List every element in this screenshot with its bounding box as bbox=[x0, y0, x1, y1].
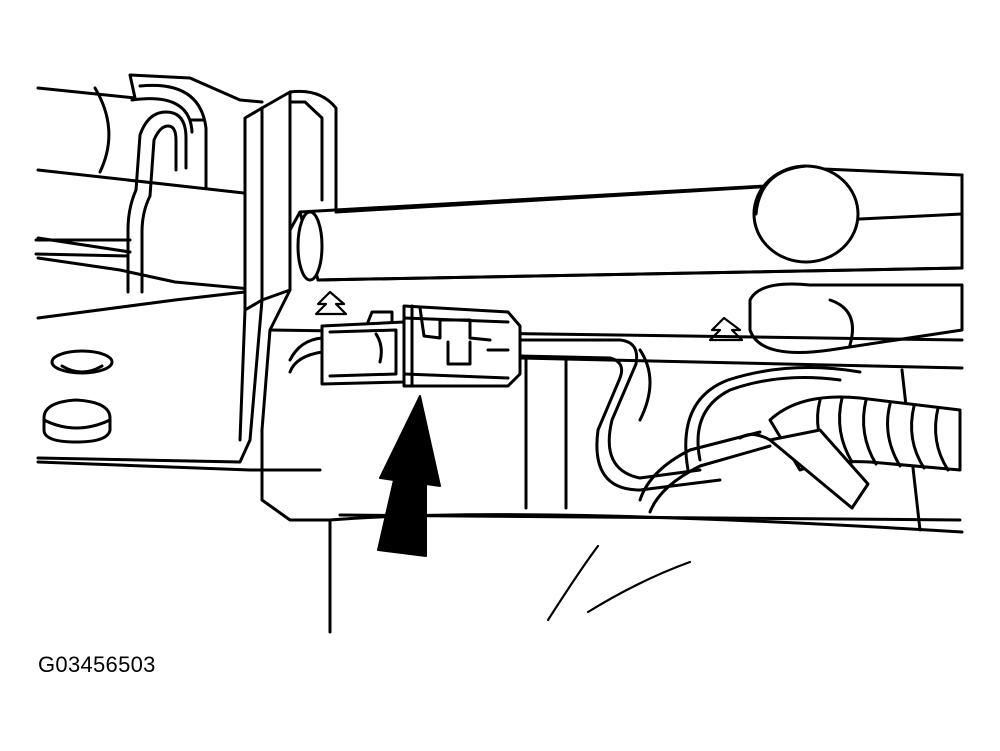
lower-cylinder bbox=[748, 282, 964, 354]
electrical-connector bbox=[320, 304, 522, 388]
wire-clip-icon bbox=[314, 290, 744, 342]
figure-code: G03456503 bbox=[38, 652, 156, 677]
surface-sketch-lines bbox=[546, 544, 692, 622]
plate-features bbox=[42, 349, 114, 444]
vertical-bracket bbox=[36, 89, 338, 634]
black-up-arrow-icon bbox=[377, 395, 441, 557]
bent-rod bbox=[34, 83, 208, 294]
conduit bbox=[738, 395, 962, 510]
wiring-harness bbox=[288, 336, 862, 514]
upper-cylinder bbox=[752, 164, 964, 264]
